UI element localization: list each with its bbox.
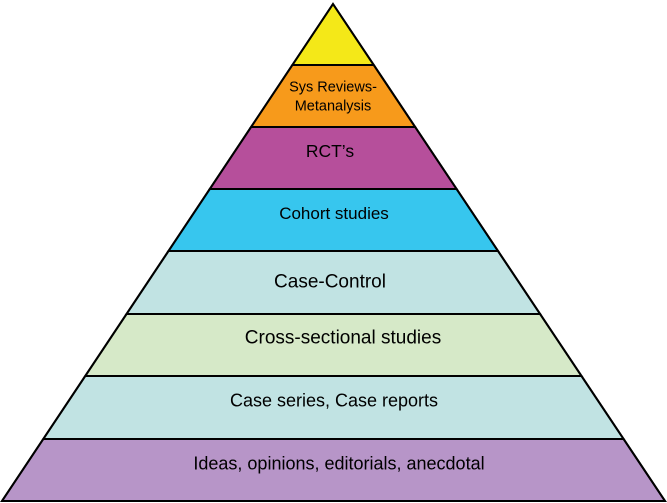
- tier-label-4: Cohort studies: [279, 204, 389, 223]
- tier-label-line: Metanalysis: [295, 99, 372, 115]
- tier-label-line: Sys Reviews-: [289, 80, 377, 96]
- tier-label-line: Case series, Case reports: [230, 390, 438, 410]
- tier-label-5: Case-Control: [274, 272, 386, 293]
- tier-label-line: Cross-sectional studies: [245, 328, 441, 349]
- tier-label-6: Cross-sectional studies: [245, 328, 441, 349]
- tier-label-7: Case series, Case reports: [230, 390, 438, 410]
- tier-label-8: Ideas, opinions, editorials, anecdotal: [193, 453, 484, 473]
- tier-label-line: Ideas, opinions, editorials, anecdotal: [193, 453, 484, 473]
- tier-label-3: RCT’s: [306, 141, 355, 161]
- tier-label-line: Cohort studies: [279, 204, 389, 223]
- pyramid-tier-1: [290, 2, 376, 66]
- tier-label-line: RCT’s: [306, 141, 355, 161]
- tier-label-line: Case-Control: [274, 272, 386, 293]
- tier-label-2: Sys Reviews- Metanalysis: [289, 80, 377, 115]
- pyramid-tier-2: [249, 64, 418, 128]
